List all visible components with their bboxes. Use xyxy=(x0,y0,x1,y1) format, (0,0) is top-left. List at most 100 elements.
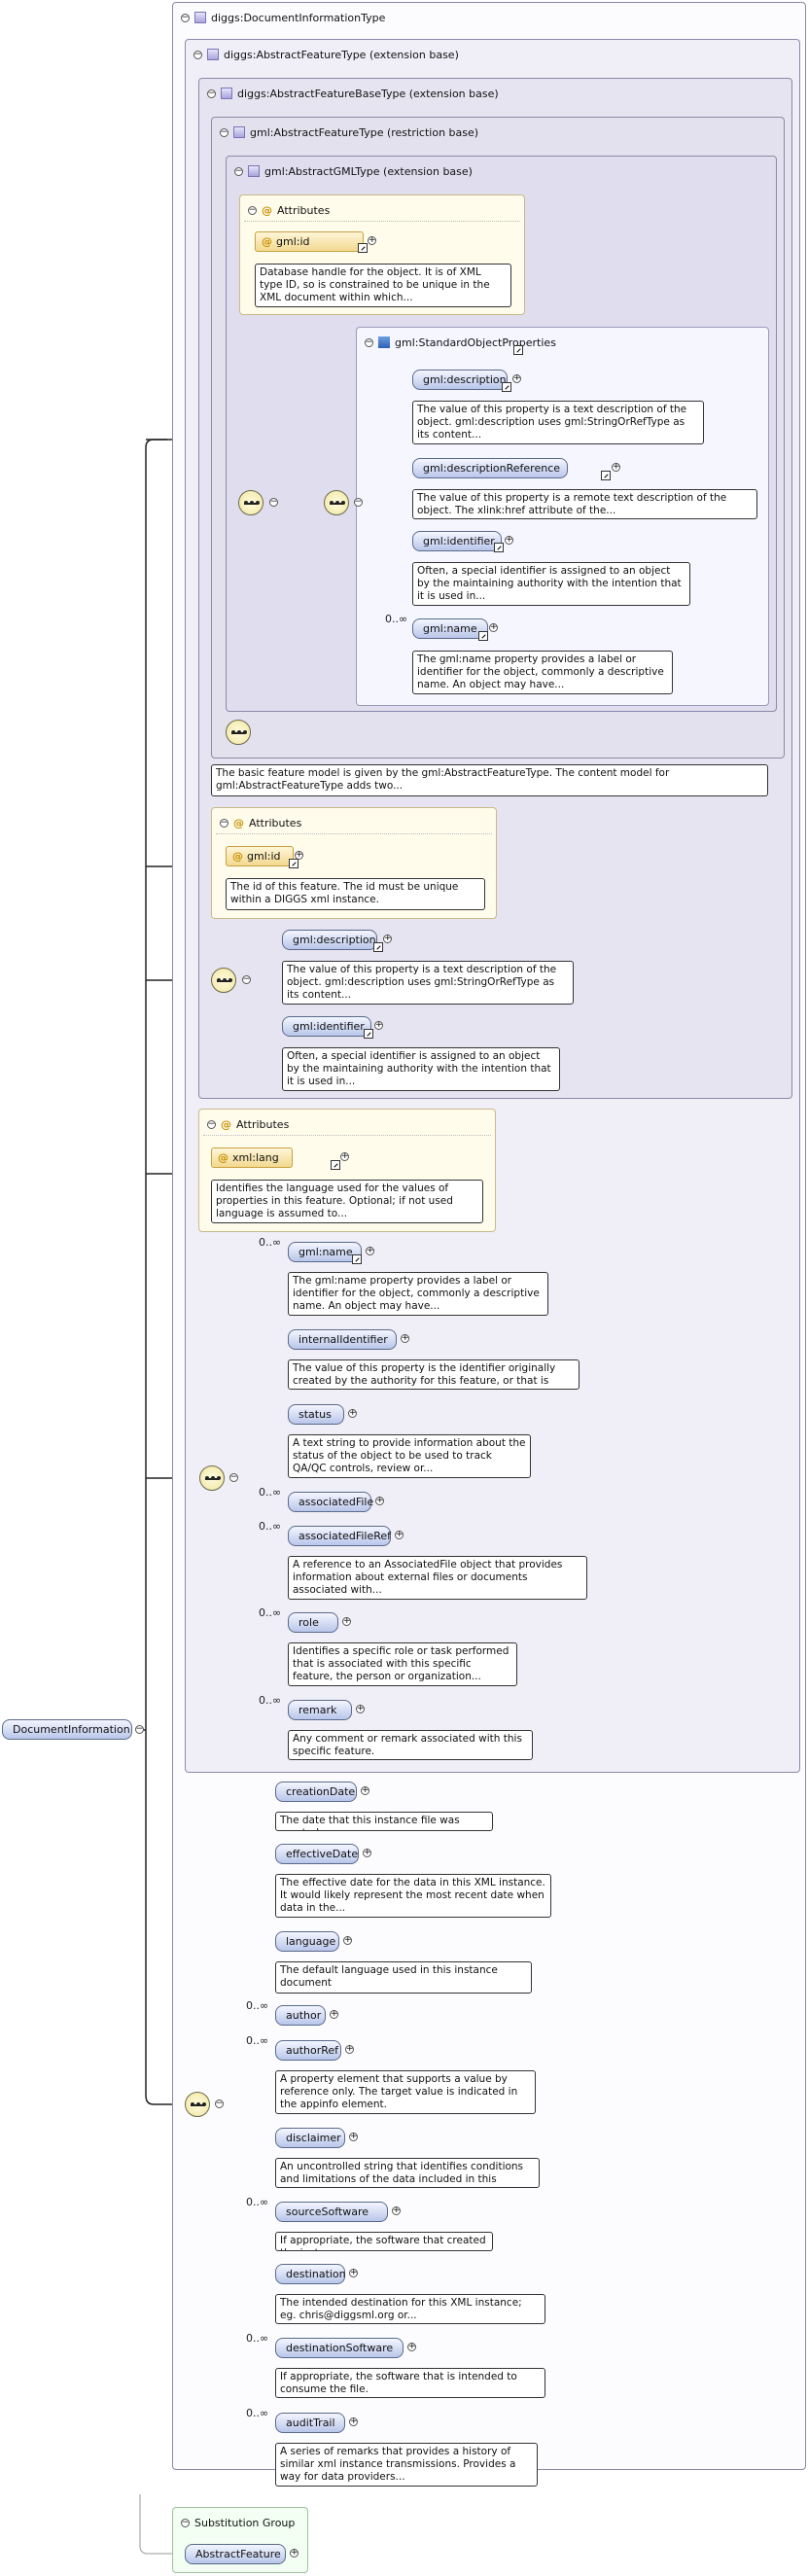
sequence-toggle[interactable]: − xyxy=(242,974,251,984)
expand-icon[interactable]: + xyxy=(368,235,376,245)
expand-icon[interactable]: + xyxy=(401,1333,409,1343)
element-destination[interactable]: destination xyxy=(275,2264,346,2284)
element-doc: A text string to provide information abo… xyxy=(288,1434,531,1478)
element-language[interactable]: language xyxy=(275,1931,339,1952)
attribute-icon: @ xyxy=(262,203,272,217)
expand-icon[interactable]: + xyxy=(349,2132,358,2141)
complex-type-icon xyxy=(194,12,206,23)
attr-xml-lang[interactable]: @xml:lang xyxy=(211,1147,293,1168)
sequence-toggle[interactable]: − xyxy=(229,1472,238,1482)
expand-icon[interactable]: + xyxy=(512,373,521,383)
sequence-compositor-icon[interactable] xyxy=(238,490,263,515)
gml-identifier-doc: Often, a special identifier is assigned … xyxy=(412,562,690,606)
element-doc: If appropriate, the software that is int… xyxy=(275,2368,545,2398)
reference-icon xyxy=(502,382,511,392)
element-gml-identifier[interactable]: gml:identifier xyxy=(412,531,502,551)
element-effectivedate[interactable]: effectiveDate xyxy=(275,1844,359,1864)
element-destinationsoftware[interactable]: destinationSoftware xyxy=(275,2338,404,2358)
attributes-toggle[interactable]: − xyxy=(220,817,228,828)
root-toggle[interactable]: − xyxy=(135,1724,144,1734)
element-author[interactable]: author xyxy=(275,2005,326,2026)
expand-icon[interactable]: + xyxy=(330,2009,338,2019)
element-feature-gml-identifier[interactable]: gml:identifier xyxy=(282,1016,371,1037)
cardinality: 0..∞ xyxy=(259,1694,282,1707)
subst-toggle[interactable]: − xyxy=(181,2517,190,2527)
element-status[interactable]: status xyxy=(288,1404,344,1425)
expand-icon[interactable]: + xyxy=(383,934,392,943)
sequence-compositor-icon[interactable] xyxy=(226,720,251,745)
expand-icon[interactable]: + xyxy=(290,2548,299,2558)
element-role[interactable]: role xyxy=(288,1612,338,1633)
cardinality: 0..∞ xyxy=(259,1606,282,1619)
expand-icon[interactable]: + xyxy=(348,1408,357,1418)
expand-icon[interactable]: + xyxy=(489,622,498,632)
element-associatedfile[interactable]: associatedFile xyxy=(288,1492,373,1512)
expand-icon[interactable]: + xyxy=(363,1848,371,1857)
expand-icon[interactable]: + xyxy=(295,850,303,860)
type-header: − diggs:DocumentInformationType xyxy=(181,11,386,24)
element-audittrail[interactable]: auditTrail xyxy=(275,2413,345,2433)
expand-icon[interactable]: + xyxy=(374,1020,383,1030)
sequence-toggle[interactable]: − xyxy=(215,2099,224,2108)
expand-icon[interactable]: + xyxy=(395,1530,404,1539)
element-internalidentifier[interactable]: internalIdentifier xyxy=(288,1329,397,1350)
cardinality: 0..∞ xyxy=(246,2332,269,2345)
element-creationdate[interactable]: creationDate xyxy=(275,1782,357,1802)
sequence-compositor-icon[interactable] xyxy=(211,968,236,993)
element-gml-name[interactable]: gml:name xyxy=(412,618,488,639)
sequence-compositor-icon[interactable] xyxy=(324,490,349,515)
element-doc: The value of this property is the identi… xyxy=(288,1359,580,1390)
ext4-toggle[interactable]: − xyxy=(234,165,243,176)
attribute-icon: @ xyxy=(232,850,243,863)
expand-icon[interactable]: + xyxy=(343,1935,352,1945)
element-doc: Identifies a specific role or task perfo… xyxy=(288,1642,517,1686)
expand-icon[interactable]: + xyxy=(345,2044,354,2054)
divider xyxy=(203,1135,491,1136)
element-disclaimer[interactable]: disclaimer xyxy=(275,2128,345,2148)
element-feature-gml-description[interactable]: gml:description xyxy=(282,930,377,950)
expand-icon[interactable]: + xyxy=(392,2205,401,2215)
element-gml-name[interactable]: gml:name xyxy=(288,1242,362,1262)
ext1-toggle[interactable]: − xyxy=(193,49,202,59)
sequence-toggle[interactable]: − xyxy=(269,497,278,507)
element-remark[interactable]: remark xyxy=(288,1700,352,1720)
ext2-toggle[interactable]: − xyxy=(207,88,216,98)
group-icon xyxy=(378,336,390,348)
sequence-compositor-icon[interactable] xyxy=(199,1465,225,1491)
ext3-toggle[interactable]: − xyxy=(220,126,228,137)
element-associatedfileref[interactable]: associatedFileRef xyxy=(288,1526,391,1546)
element-gml-description-reference[interactable]: gml:descriptionReference xyxy=(412,458,568,478)
element-abstract-feature[interactable]: AbstractFeature xyxy=(185,2544,286,2564)
attr-feature-gml-id[interactable]: @gml:id xyxy=(226,846,294,866)
expand-icon[interactable]: + xyxy=(505,535,513,545)
element-doc: Any comment or remark associated with th… xyxy=(288,1730,533,1760)
expand-icon[interactable]: + xyxy=(349,2417,358,2426)
expand-icon[interactable]: + xyxy=(407,2342,416,2351)
expand-icon[interactable]: + xyxy=(349,2268,358,2277)
feature-model-doc: The basic feature model is given by the … xyxy=(211,764,768,796)
ext1-header: − diggs:AbstractFeatureType (extension b… xyxy=(193,48,459,61)
element-authorref[interactable]: authorRef xyxy=(275,2040,341,2061)
attributes-header: − @ Attributes xyxy=(220,816,302,829)
expand-icon[interactable]: + xyxy=(375,1496,384,1505)
element-gml-description[interactable]: gml:description xyxy=(412,370,508,390)
expand-icon[interactable]: + xyxy=(612,462,620,472)
attributes-toggle[interactable]: − xyxy=(248,204,257,215)
attributes-toggle[interactable]: − xyxy=(207,1118,216,1129)
type-toggle[interactable]: − xyxy=(181,12,190,22)
reference-icon xyxy=(289,859,299,868)
expand-icon[interactable]: + xyxy=(356,1704,365,1713)
std-props-toggle[interactable]: − xyxy=(365,336,373,347)
expand-icon[interactable]: + xyxy=(361,1785,369,1795)
reference-icon xyxy=(601,471,611,480)
element-sourcesoftware[interactable]: sourceSoftware xyxy=(275,2202,388,2222)
ext2-header: − diggs:AbstractFeatureBaseType (extensi… xyxy=(207,87,499,100)
expand-icon[interactable]: + xyxy=(366,1246,374,1255)
expand-icon[interactable]: + xyxy=(340,1151,349,1161)
sequence-toggle[interactable]: − xyxy=(354,497,363,507)
sequence-compositor-icon[interactable] xyxy=(185,2092,210,2117)
root-element[interactable]: DocumentInformation xyxy=(2,1719,132,1740)
expand-icon[interactable]: + xyxy=(342,1616,351,1626)
attributes-header: − @ Attributes xyxy=(248,203,331,217)
attr-gml-id[interactable]: @gml:id xyxy=(255,231,364,252)
